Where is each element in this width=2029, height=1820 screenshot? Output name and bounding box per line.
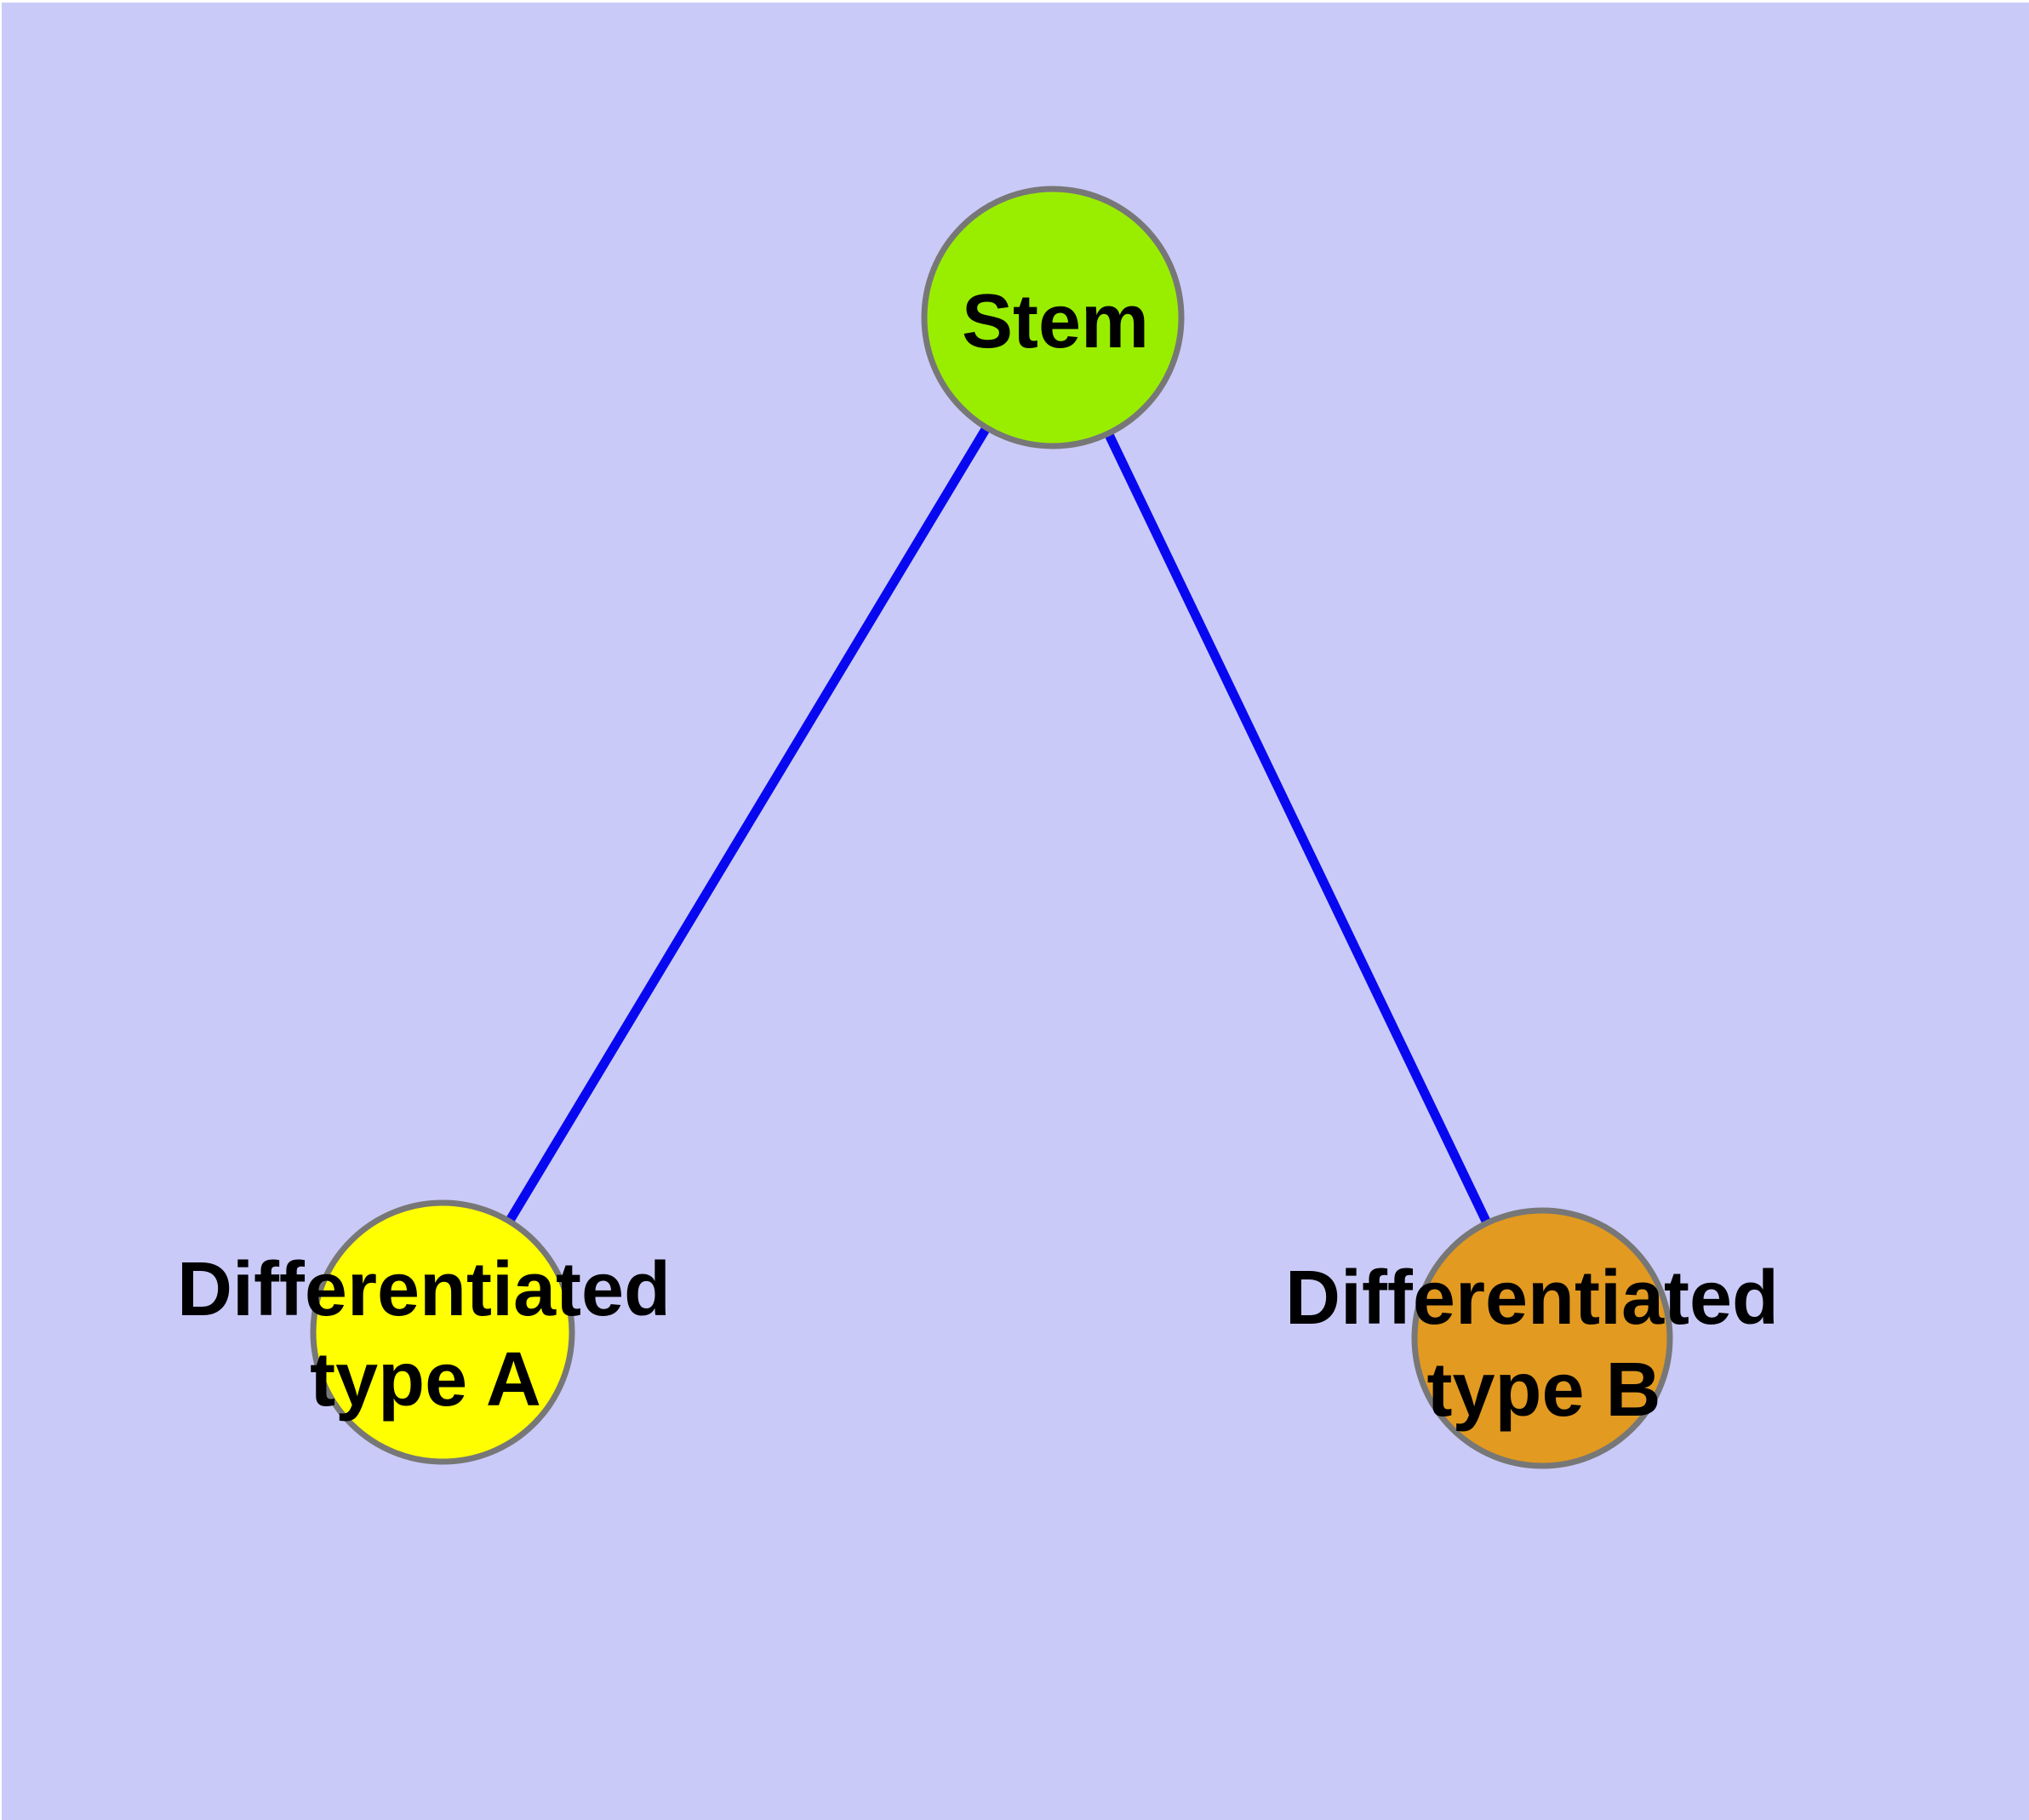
- node-type-b-label-line2: type B: [1426, 1348, 1660, 1433]
- node-stem-label: Stem: [962, 279, 1149, 364]
- edge-stem-to-type-a: [438, 315, 1057, 1335]
- node-type-a-circle: [310, 1199, 575, 1465]
- node-type-b-circle: [1411, 1207, 1673, 1469]
- node-type-a-label-line2: type A: [310, 1337, 541, 1422]
- node-type-a-label-line1: Differentiated: [177, 1247, 671, 1332]
- node-type-b-label-line1: Differentiated: [1285, 1256, 1779, 1341]
- edge-stem-to-type-b: [1049, 315, 1546, 1341]
- node-stem-circle: [921, 186, 1185, 449]
